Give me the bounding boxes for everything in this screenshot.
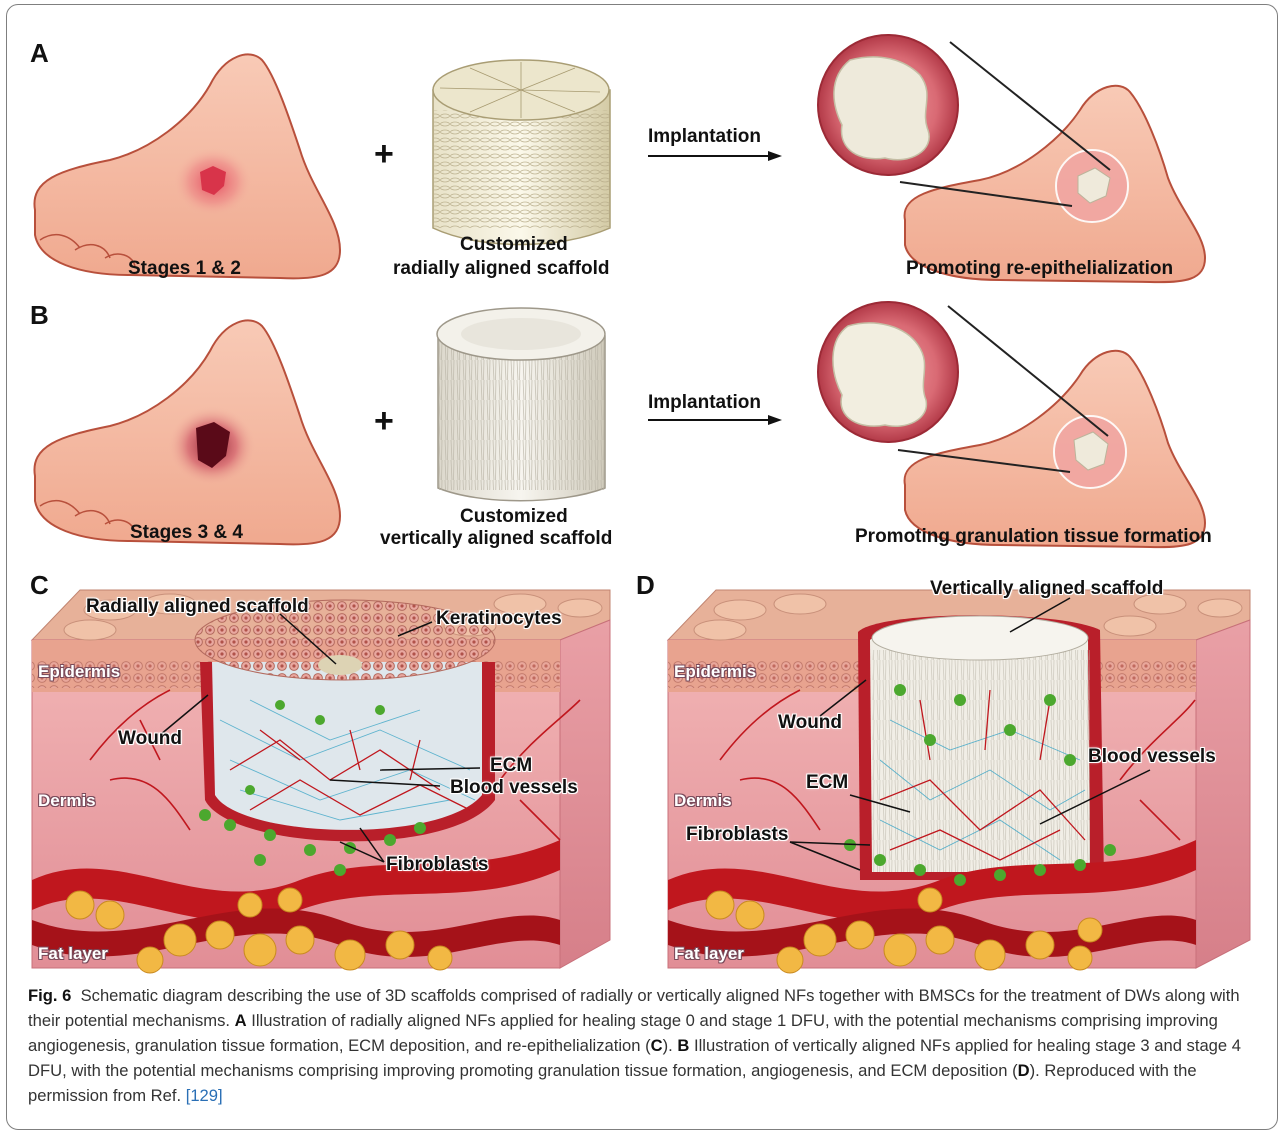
caption-ref-c: C [651, 1036, 663, 1055]
panel-a-scaffold-line2: radially aligned scaffold [393, 258, 609, 280]
figure-caption: Fig. 6 Schematic diagram describing the … [28, 983, 1260, 1108]
panel-b-scaffold-line1: Customized [460, 506, 568, 528]
panel-a-letter: A [30, 38, 49, 69]
panel-a-scaffold-line1: Customized [460, 234, 568, 256]
panel-b-foot [34, 320, 340, 544]
panel-c-wound-label: Wound [118, 728, 182, 750]
panel-b-arrow [648, 415, 782, 425]
panel-d-letter: D [636, 570, 655, 601]
panel-b-plus: + [374, 402, 394, 441]
panel-a-result-label: Promoting re-epithelialization [906, 258, 1173, 280]
panel-c-scaffold-label: Radially aligned scaffold [86, 596, 309, 618]
panel-c-fat-layer-label: Fat layer [38, 944, 108, 964]
caption-fig-number: Fig. 6 [28, 986, 71, 1005]
panel-b-letter: B [30, 300, 49, 331]
panel-d-blood-vessels-label: Blood vessels [1088, 746, 1216, 768]
panel-a-scaffold [433, 60, 610, 245]
panel-b-treated-foot [818, 302, 1205, 547]
panel-d-fat-layer-label: Fat layer [674, 944, 744, 964]
panel-c-fibroblasts-label: Fibroblasts [386, 854, 488, 876]
panel-d-ecm-label: ECM [806, 772, 848, 794]
panel-a-plus: + [374, 135, 394, 174]
panel-a-foot [34, 54, 340, 278]
panel-b-scaffold [437, 308, 605, 501]
panel-d-wound-label: Wound [778, 712, 842, 734]
panel-c-letter: C [30, 570, 49, 601]
panel-c-epidermis-label: Epidermis [38, 662, 120, 682]
panel-b-result-label: Promoting granulation tissue formation [855, 526, 1212, 548]
caption-ref-a: A [235, 1011, 247, 1030]
panel-d-epidermis-label: Epidermis [674, 662, 756, 682]
panel-c-ecm-label: ECM [490, 755, 532, 777]
panel-a-stage-label: Stages 1 & 2 [128, 258, 241, 280]
figure-illustration [0, 0, 1285, 980]
panel-a-treated-foot [818, 35, 1205, 282]
panel-c-keratinocytes-label: Keratinocytes [436, 608, 562, 630]
panel-b-stage-label: Stages 3 & 4 [130, 522, 243, 544]
caption-reference-link[interactable]: [129] [186, 1086, 223, 1105]
panel-d-dermis-label: Dermis [674, 791, 732, 811]
caption-ref-b: B [677, 1036, 689, 1055]
panel-d-fibroblasts-label: Fibroblasts [686, 824, 788, 846]
panel-b-arrow-label: Implantation [648, 392, 761, 414]
panel-c-dermis-label: Dermis [38, 791, 96, 811]
caption-ref-d: D [1018, 1061, 1030, 1080]
panel-c-blood-vessels-label: Blood vessels [450, 777, 578, 799]
panel-d-tissue-block [668, 590, 1250, 973]
caption-text-3: ). [663, 1036, 673, 1055]
panel-a-arrow [648, 151, 782, 161]
panel-b-scaffold-line2: vertically aligned scaffold [380, 528, 612, 550]
panel-a-arrow-label: Implantation [648, 126, 761, 148]
panel-d-scaffold-label: Vertically aligned scaffold [930, 578, 1163, 600]
